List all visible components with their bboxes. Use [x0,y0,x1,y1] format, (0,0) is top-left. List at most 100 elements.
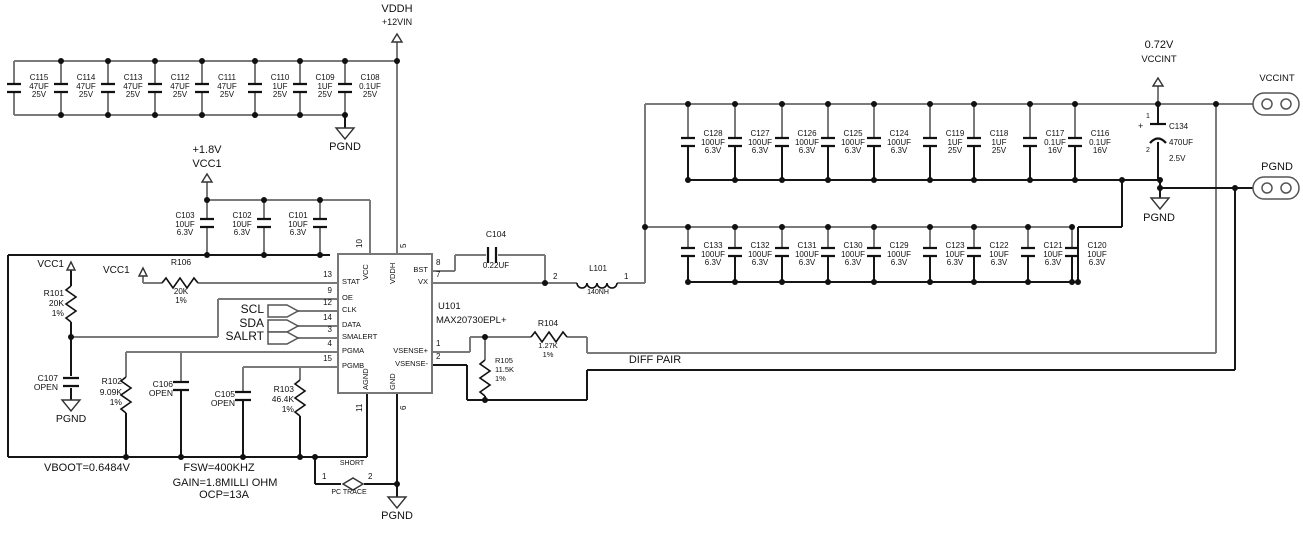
ic-pin-pgmb: PGMB [342,361,365,370]
vcc1-r106-arrow-icon [137,266,149,277]
vcc1-volt-label: +1.8V [192,144,222,156]
jumper-pin2: 2 [368,472,373,481]
vccint-arrow-icon [1151,76,1165,87]
vcc1-r101-label: VCC1 [37,259,64,270]
ic-pin-vx: VX [417,277,428,286]
ic-pin-agnd: AGND [361,368,370,390]
resistors [64,276,568,417]
vddh-sub-label: +12VIN [381,17,413,27]
note-vboot: VBOOT=0.6484V [44,462,130,474]
resistor-r102 [119,376,133,414]
ic-num-12: 12 [323,298,332,307]
junction-dots [58,58,1238,487]
ic-pin-bst: BST [413,265,428,274]
ic-num-14: 14 [323,313,332,322]
sda-connector [267,319,300,333]
ic-num-11: 11 [355,403,364,412]
ic-num-13: 13 [323,270,332,279]
jumper-pctrace-label: PC TRACE [331,489,367,496]
ic-num-9: 9 [327,286,332,295]
vddh-rail-label: VDDH [381,3,413,15]
ic-part: MAX20730EPL+ [436,315,507,326]
salrt-label: SALRT [225,329,264,343]
vcc1-r106-label: VCC1 [103,265,130,276]
label-c104-val: 0.22UF [482,261,510,270]
scl-label: SCL [240,302,264,316]
ic-pin-smalert: SMALERT [342,332,378,341]
c134-pin1: 1 [1146,113,1150,120]
resistor-r104 [530,330,568,344]
ic-num-6: 6 [399,405,408,410]
jumper-pin1: 1 [322,472,327,481]
power-symbols [65,32,1165,277]
ic-pin-vcc: VCC [361,264,370,280]
note-ocp: OCP=13A [199,489,249,501]
pgnd-c107-icon [60,399,82,413]
pgnd-gnd-icon [386,496,408,510]
capacitor-plates [7,82,1167,402]
l101-pin1: 1 [624,272,629,281]
ic-pin-clk: CLK [342,305,357,314]
wires-black [7,104,1253,497]
ic-num-4: 4 [327,339,332,348]
c134-pin2: 2 [1146,147,1150,154]
label-l101-val: 140NH [587,289,609,296]
pgnd-label-bank: PGND [329,141,361,153]
ic-num-2: 2 [436,352,441,361]
vccint-connector [1252,92,1300,116]
pgnd-label-gnd: PGND [381,510,413,522]
label-r106-ref: R106 [170,257,192,267]
ic-num-1: 1 [436,339,441,348]
wires-gray [13,42,1253,392]
vcc1-r101-arrow-icon [65,260,77,271]
signal-connectors [267,304,300,345]
ic-pin-pgma: PGMA [342,346,365,355]
c134-plus: + [1138,121,1144,131]
vddh-arrow-icon [390,32,404,43]
resistor-r101 [64,285,78,323]
sda-label: SDA [239,316,264,330]
pgnd-bank-icon [334,127,356,141]
ic-pin-vddh: VDDH [388,262,397,284]
pgnd-label-right: PGND [1143,212,1175,224]
salrt-connector [267,331,300,345]
resistor-r105 [478,359,492,397]
ic-ref: U101 [438,301,461,312]
ic-pin-gnd: GND [388,373,397,390]
vcc1-arrow-icon [200,172,214,183]
pc-trace-jumper [341,477,365,491]
label-c104-ref: C104 [485,229,507,239]
ic-num-15: 15 [323,354,332,363]
